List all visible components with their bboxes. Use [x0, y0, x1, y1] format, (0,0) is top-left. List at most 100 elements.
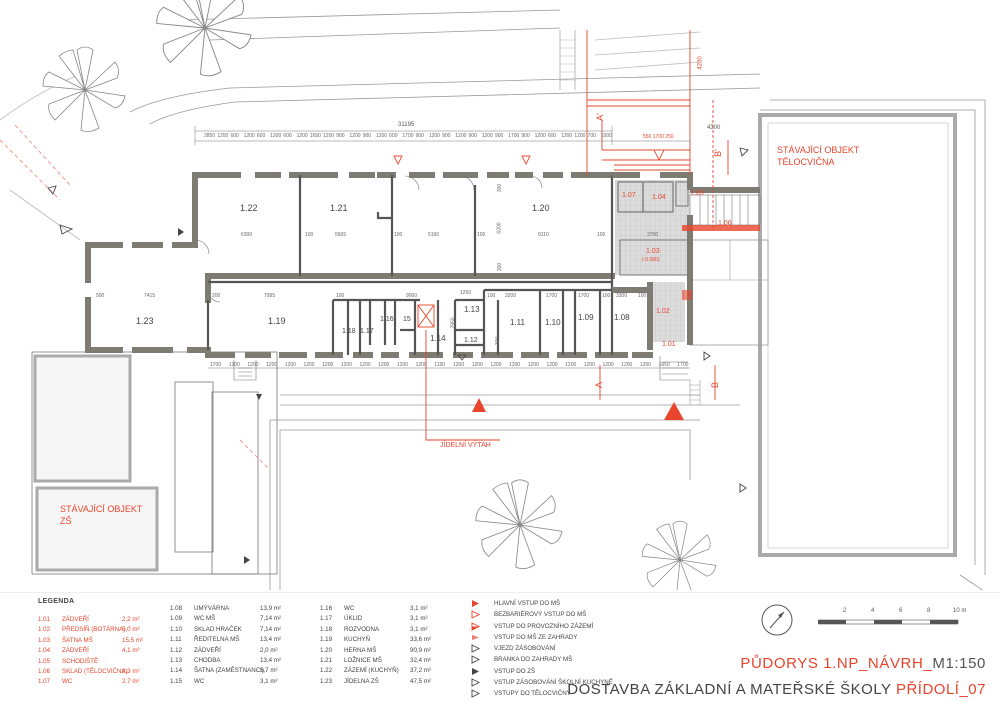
- room-label: 1.17: [360, 328, 374, 335]
- dimension-vertical: 4200: [697, 56, 704, 70]
- dimension-value: 1200: [574, 133, 586, 139]
- dimension-value: 900: [468, 133, 477, 139]
- legend-room-number: 1.03: [38, 636, 51, 644]
- legend-room-area: 33,6 m²: [410, 636, 431, 644]
- legend-room-area: 7,14 m²: [260, 615, 281, 623]
- dimension-value: 1200: [378, 362, 390, 368]
- dimension-value: 600: [230, 133, 239, 139]
- legend-room-name: ZÁZEMÍ (KUCHYŇ): [344, 667, 399, 675]
- legend-room-name: ROZVODNA: [344, 625, 380, 633]
- dimension-value: 1700: [508, 133, 520, 139]
- legend-room-area: 37,2 m²: [410, 667, 431, 675]
- dimension-value: 1200: [509, 362, 521, 368]
- dimension-value: 2850: [204, 133, 216, 139]
- dimension-value: 1200: [243, 133, 255, 139]
- legend-room-number: 1.06: [38, 667, 51, 675]
- legend-room-number: 1.21: [320, 656, 333, 664]
- legend-room-name: ŠATNA MŠ: [62, 636, 93, 644]
- room-label: 1.01: [662, 341, 676, 348]
- symbol-legend-label: VJEZD ZÁSOBOVÁNÍ: [494, 645, 556, 653]
- dimension-value: 1200: [296, 133, 308, 139]
- dim-interior: 9110: [538, 232, 549, 238]
- room-label: 1.11: [510, 318, 525, 327]
- dim-interior: 1250: [460, 290, 472, 296]
- legend-room-number: 1.02: [38, 626, 51, 634]
- dim-interior: 100: [597, 232, 606, 238]
- dimension-value: 1650: [309, 133, 321, 139]
- room-label: 1.03: [646, 248, 660, 255]
- legend-room-name: LOŽNICE MŠ: [344, 656, 382, 664]
- dimension-value: 1200: [527, 362, 539, 368]
- legend-room-area: 13,4 m²: [260, 656, 281, 664]
- drawing-title: PŮDORYS 1.NP_NÁVRH_M1:150: [740, 655, 986, 672]
- dimension-value: 600: [256, 133, 266, 139]
- scale-tick: 4: [871, 608, 875, 614]
- dimension-value: 1200: [415, 362, 427, 368]
- symbol-legend-label: VSTUP DO ZŠ: [494, 667, 536, 675]
- legend-room-number: 1.13: [170, 656, 183, 664]
- dim-interior: 9000: [406, 293, 418, 299]
- symbol-legend-label: VSTUP DO PROVOZNÍHO ZÁZEMÍ: [494, 622, 594, 630]
- dimension-value: 1650: [658, 362, 670, 368]
- legend-room-name: HERNA MŠ: [344, 646, 377, 654]
- symbol-legend-label: BRANKA DO ZAHRADY MŠ: [494, 656, 573, 664]
- dim-interior: 300: [497, 183, 504, 193]
- dim-interior: 7995: [264, 293, 276, 299]
- dimension-value: 1200: [534, 133, 546, 139]
- legend-room-number: 1.17: [320, 615, 333, 623]
- symbol-legend-label: BEZBARIÉROVÝ VSTUP DO MŠ: [494, 611, 587, 619]
- dimension-value: 1200: [621, 362, 633, 368]
- legend-room-area: 3,1 m²: [410, 615, 428, 623]
- scale-tick: 8: [927, 608, 931, 614]
- legend-room-area: 7,14 m²: [260, 625, 281, 633]
- dimension-value: 1200: [490, 362, 502, 368]
- dimension-lines: [194, 126, 691, 369]
- dimension-value: 600: [283, 133, 292, 139]
- dim-interior: 100: [602, 293, 611, 299]
- dim-interior: 5190: [428, 232, 440, 238]
- legend-room-number: 1.05: [38, 657, 51, 665]
- dimension-value: 1150: [434, 362, 446, 368]
- dimension-value: 1200: [565, 362, 577, 368]
- room-label: 1.20: [532, 203, 550, 213]
- dimension-value: 1200: [322, 362, 334, 368]
- legend-room-number: 1.15: [170, 677, 183, 685]
- room-label: 1.23: [136, 316, 154, 326]
- symbol-legend-label: HLAVNÍ VSTUP DO MŠ: [494, 600, 561, 607]
- room-label: 1.18: [342, 328, 356, 335]
- dim-interior: 1700: [578, 293, 590, 299]
- dim-interior: 100: [638, 293, 647, 299]
- dim-interior: 200: [212, 293, 221, 299]
- legend-room-name: WC MŠ: [194, 615, 216, 623]
- legend-room-name: KUCHYŇ: [344, 636, 371, 644]
- legend-room-area: 8,3 m²: [122, 667, 140, 675]
- scale-tick: 6: [899, 608, 903, 614]
- floor-plan: [0, 0, 986, 590]
- room-label: 1.16: [380, 316, 394, 323]
- room-label: 1.08: [614, 313, 630, 322]
- dim-interior: 100: [487, 293, 496, 299]
- legend-title: LEGENDA: [38, 598, 75, 605]
- room-label: 1.10: [545, 318, 561, 327]
- dimension-value: 1200: [359, 362, 371, 368]
- dimension-value: 900: [415, 133, 424, 139]
- dim-interior: 1700: [546, 293, 558, 299]
- dim-interior: 2950: [450, 317, 457, 329]
- plan-entrance-symbols: [47, 147, 749, 564]
- legend-room-number: 1.07: [38, 678, 51, 686]
- dim-interior: 3200: [505, 293, 517, 299]
- room-label: 1.19: [268, 316, 286, 326]
- legend-room-name: UMÝVÁRNA: [194, 605, 230, 612]
- legend-room-name: WC: [344, 605, 355, 612]
- dim-interior: 300: [495, 336, 502, 346]
- existing-building-zs: [31, 351, 278, 575]
